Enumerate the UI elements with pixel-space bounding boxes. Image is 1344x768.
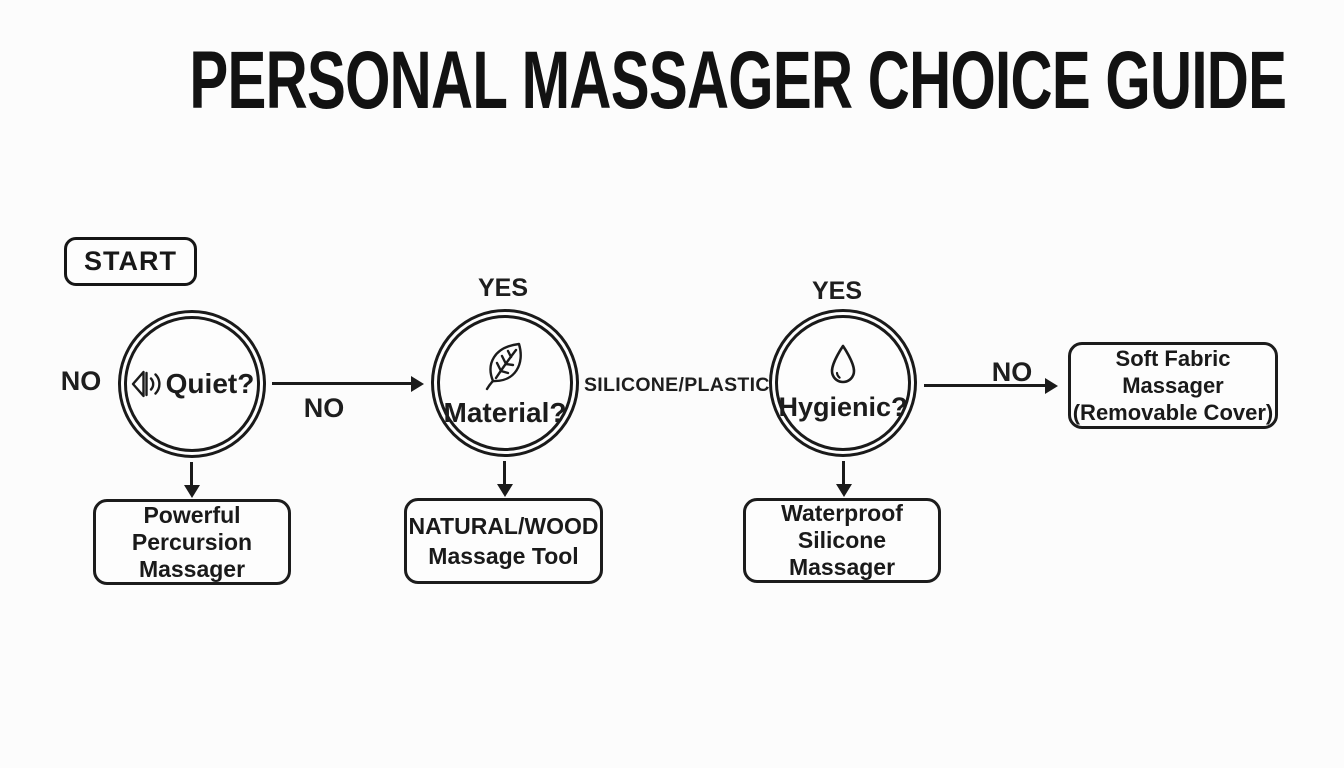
start-node: START bbox=[64, 237, 197, 286]
arrow-quiet-to-percussion bbox=[183, 462, 200, 498]
edge-label-silicone-plastic: SILICONE/PLASTIC bbox=[584, 374, 770, 396]
outcome-percussion-massager: Powerful Percursion Massager bbox=[93, 499, 291, 585]
droplet-icon bbox=[827, 343, 859, 387]
edge-label-material-yes: YES bbox=[477, 274, 529, 302]
outcome-soft-fabric: Soft Fabric Massager (Removable Cover) bbox=[1068, 342, 1278, 429]
decision-quiet: Quiet? bbox=[118, 310, 266, 458]
edge-label-quiet-no: NO bbox=[60, 366, 102, 396]
outcome-natural-wood-tool: NATURAL/WOOD Massage Tool bbox=[404, 498, 603, 584]
arrow-hygienic-to-soft-fabric bbox=[924, 377, 1058, 394]
start-label: START bbox=[84, 246, 177, 276]
speaker-icon bbox=[130, 369, 166, 399]
outcome-waterproof-silicone: Waterproof Silicone Massager bbox=[743, 498, 941, 583]
leaf-icon bbox=[480, 338, 530, 392]
decision-material-label: Material? bbox=[443, 396, 567, 428]
decision-quiet-content: Quiet? bbox=[130, 368, 255, 400]
decision-quiet-label: Quiet? bbox=[165, 368, 255, 399]
decision-material: Material? bbox=[431, 309, 579, 457]
edge-label-quiet-to-material-no: NO bbox=[303, 393, 345, 423]
edge-label-hygienic-yes: YES bbox=[811, 277, 863, 305]
edge-label-hygienic-no: NO bbox=[991, 357, 1033, 387]
decision-hygienic-content: Hygienic? bbox=[778, 343, 908, 423]
arrow-material-to-natural-wood bbox=[496, 461, 513, 497]
decision-material-content: Material? bbox=[443, 338, 567, 429]
arrow-hygienic-to-waterproof bbox=[835, 461, 852, 497]
page-title: PERSONAL MASSAGER CHOICE GUIDE bbox=[189, 35, 1287, 126]
decision-hygienic-label: Hygienic? bbox=[778, 392, 908, 422]
decision-hygienic: Hygienic? bbox=[769, 309, 917, 457]
arrow-quiet-to-material bbox=[272, 375, 424, 392]
